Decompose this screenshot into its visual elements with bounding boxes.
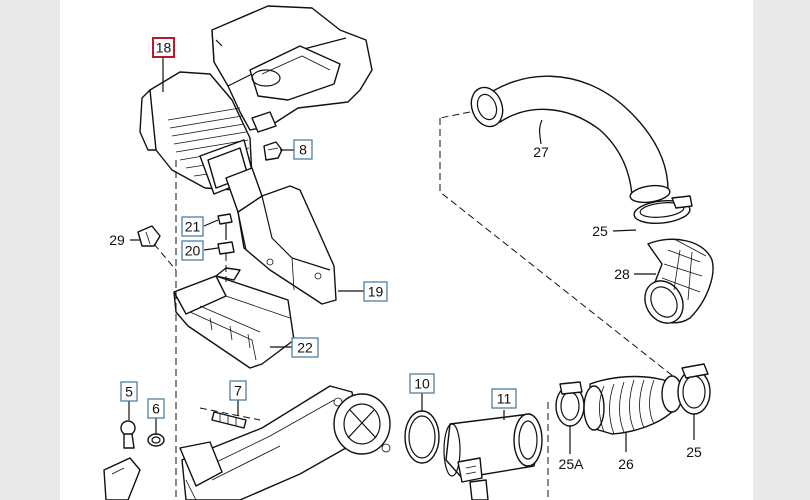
hose-clamp-part-25-lower xyxy=(677,363,711,415)
hose-part-27 xyxy=(470,75,671,204)
callout-11: 11 xyxy=(491,388,517,409)
elbow-part-28 xyxy=(644,238,714,324)
callout-25A-label: 25A xyxy=(559,456,585,472)
bracket-bottom-left xyxy=(103,457,141,500)
callout-22: 22 xyxy=(291,337,319,358)
parts-diagram-sheet: 18 8 27 29 21 20 25 28 19 xyxy=(60,0,753,500)
screw-part-21 xyxy=(217,213,233,240)
callout-21: 21 xyxy=(181,216,204,237)
callout-5: 5 xyxy=(120,381,138,402)
callout-20: 20 xyxy=(181,240,204,261)
callout-6: 6 xyxy=(147,398,165,419)
nut-part-20 xyxy=(217,241,235,255)
bolt-part-7 xyxy=(211,411,247,429)
air-guide-part-19 xyxy=(225,167,337,305)
grommet-part-6 xyxy=(147,433,165,447)
callout-22-label: 22 xyxy=(297,340,313,356)
leader-lines xyxy=(128,57,695,454)
exploded-parts-diagram: 18 8 27 29 21 20 25 28 19 xyxy=(103,5,714,500)
callout-21-label: 21 xyxy=(185,219,201,235)
air-duct-part-22 xyxy=(173,267,295,369)
callout-10: 10 xyxy=(409,373,435,394)
callout-19-label: 19 xyxy=(368,284,384,300)
callout-7: 7 xyxy=(229,380,247,401)
callout-11-label: 11 xyxy=(497,391,512,407)
corrugated-hose-part-26 xyxy=(583,375,683,435)
assembly-lines xyxy=(153,111,689,500)
callout-18-label: 18 xyxy=(156,40,172,56)
callout-28-label: 28 xyxy=(614,266,630,282)
callout-19: 19 xyxy=(363,281,388,302)
air-filter-housing xyxy=(179,385,361,500)
pin-part-5 xyxy=(120,420,136,449)
callout-6-label: 6 xyxy=(152,401,160,417)
throttle-flange xyxy=(333,393,391,455)
callout-8-label: 8 xyxy=(299,142,307,158)
clip-part-29 xyxy=(137,225,161,247)
callout-20-label: 20 xyxy=(185,243,201,259)
hose-clamp-part-25-upper xyxy=(633,195,693,225)
callout-7-label: 7 xyxy=(234,383,242,399)
hose-clamp-part-25A xyxy=(555,381,585,427)
callout-5-label: 5 xyxy=(125,384,133,400)
callout-10-label: 10 xyxy=(414,376,430,392)
callout-27-label: 27 xyxy=(533,144,549,160)
callout-18: 18 xyxy=(152,37,175,58)
callout-29-label: 29 xyxy=(109,232,125,248)
callout-25-upper-label: 25 xyxy=(592,223,608,239)
callout-8: 8 xyxy=(293,139,313,160)
callout-26-label: 26 xyxy=(618,456,634,472)
callout-25-lower-label: 25 xyxy=(686,444,702,460)
intake-duct-upper xyxy=(211,5,373,133)
seal-ring-part-10 xyxy=(404,410,440,464)
air-mass-meter-part-11 xyxy=(443,413,543,500)
clip-part-8 xyxy=(263,141,283,161)
